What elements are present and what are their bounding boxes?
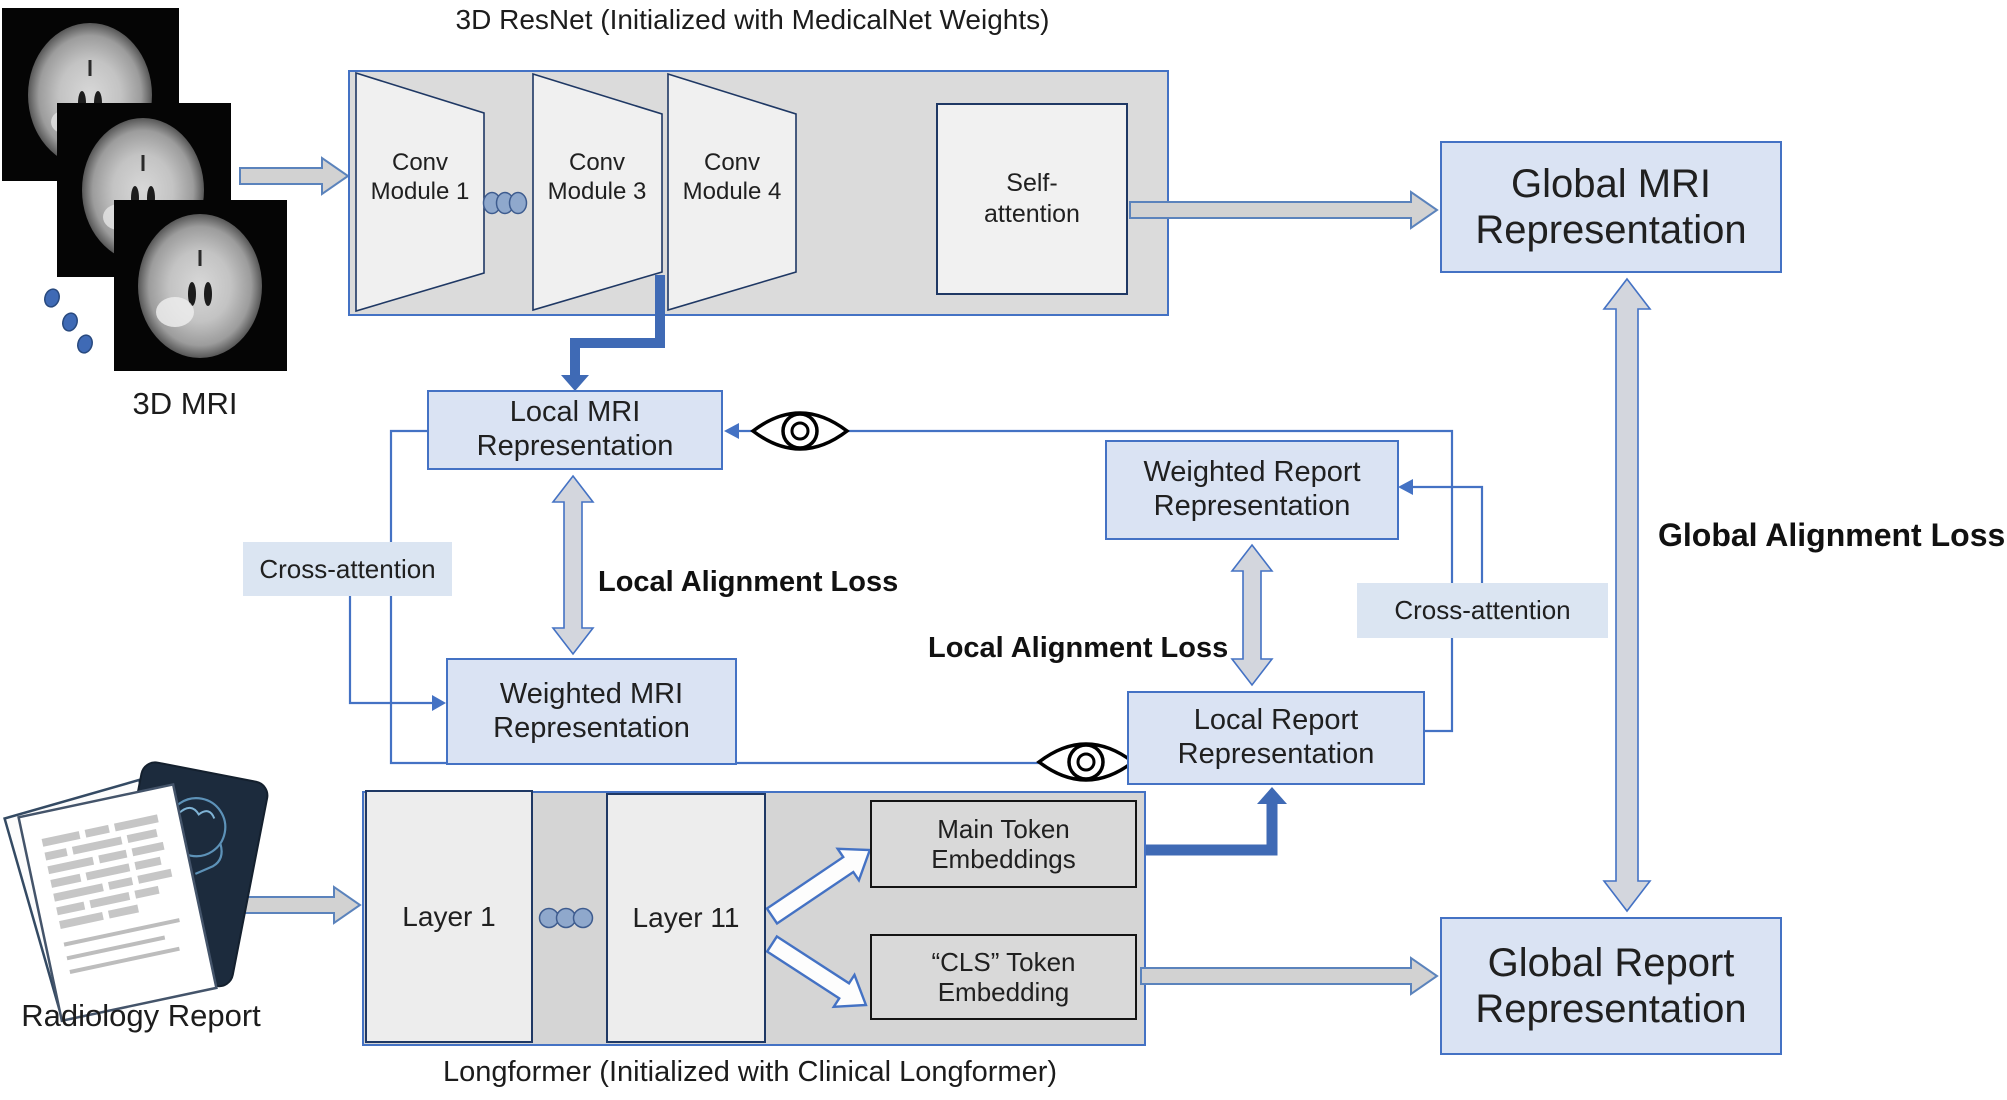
conv-module-4-label: Conv Module 4 (682, 149, 782, 205)
local-mri-to-local-report-line (389, 429, 1118, 765)
conv-module-1-shape (355, 71, 485, 313)
into-local-mri-arrowhead (724, 423, 739, 439)
cls-to-global-report-arrow (1140, 956, 1439, 996)
layer-11-box: Layer 11 (606, 793, 766, 1043)
conv-module-3-label: Conv Module 3 (547, 149, 647, 205)
resnet-title: 3D ResNet (Initialized with MedicalNet W… (455, 4, 1050, 35)
mri-stack-ellipsis-dots-icon (44, 288, 93, 354)
local-alignment-left-double-arrow (551, 474, 595, 656)
global-alignment-double-arrow (1602, 277, 1652, 913)
cross-attention-right-branch-line (1405, 485, 1484, 584)
mri-slice-stack-icon (2, 8, 287, 371)
main-token-to-local-report-connector (1139, 801, 1278, 856)
main-token-to-local-report-arrowhead (1257, 787, 1287, 804)
local-alignment-loss-right-label: Local Alignment Loss (928, 632, 1229, 664)
self-attention-box: Self-attention (936, 103, 1128, 295)
longformer-title: Longformer (Initialized with Clinical Lo… (442, 1056, 1058, 1088)
cls-token-embedding-box: “CLS” Token Embedding (870, 934, 1137, 1020)
layer11-to-main-token-arrow (765, 847, 872, 926)
conv3-to-local-mri-arrowhead (561, 375, 589, 391)
local-report-eye-icon (1036, 742, 1136, 782)
cross-attention-right-label: Cross-attention (1357, 583, 1608, 638)
report-input-arrow (236, 885, 362, 925)
conv-module-4-shape (667, 72, 797, 312)
local-alignment-loss-left-label: Local Alignment Loss (598, 566, 899, 598)
into-weighted-mri-arrowhead (432, 695, 446, 711)
local-mri-representation-box: Local MRI Representation (427, 390, 723, 470)
resnet-ellipsis-dots-icon (482, 191, 528, 215)
local-alignment-right-double-arrow (1230, 543, 1274, 687)
conv3-to-local-mri-connector (570, 275, 665, 377)
conv-module-1-label: Conv Module 1 (370, 149, 470, 205)
layer11-to-cls-token-arrow (765, 934, 868, 1009)
into-weighted-report-arrowhead (1398, 479, 1413, 495)
mri-input-label: 3D MRI (132, 386, 238, 421)
weighted-report-representation-box: Weighted Report Representation (1105, 440, 1399, 540)
weighted-mri-representation-box: Weighted MRI Representation (446, 658, 737, 765)
local-mri-eye-icon (750, 411, 850, 451)
resnet-to-global-mri-arrow (1129, 190, 1439, 230)
cross-attention-left-label: Cross-attention (243, 542, 452, 596)
local-report-to-local-mri-line (731, 429, 1454, 733)
main-token-embeddings-box: Main Token Embeddings (870, 800, 1137, 888)
cross-attention-left-branch-line (348, 596, 440, 705)
report-input-label: Radiology Report (21, 998, 261, 1033)
conv-module-3-shape (532, 72, 663, 312)
global-alignment-loss-label: Global Alignment Loss (1658, 517, 2006, 553)
global-mri-representation-box: Global MRI Representation (1440, 141, 1782, 273)
mri-input-arrow (239, 156, 350, 196)
global-report-representation-box: Global Report Representation (1440, 917, 1782, 1055)
longformer-ellipsis-dots-icon (538, 907, 594, 929)
radiology-report-icon (3, 761, 269, 1023)
layer-1-box: Layer 1 (365, 790, 533, 1043)
local-report-representation-box: Local Report Representation (1127, 691, 1425, 785)
